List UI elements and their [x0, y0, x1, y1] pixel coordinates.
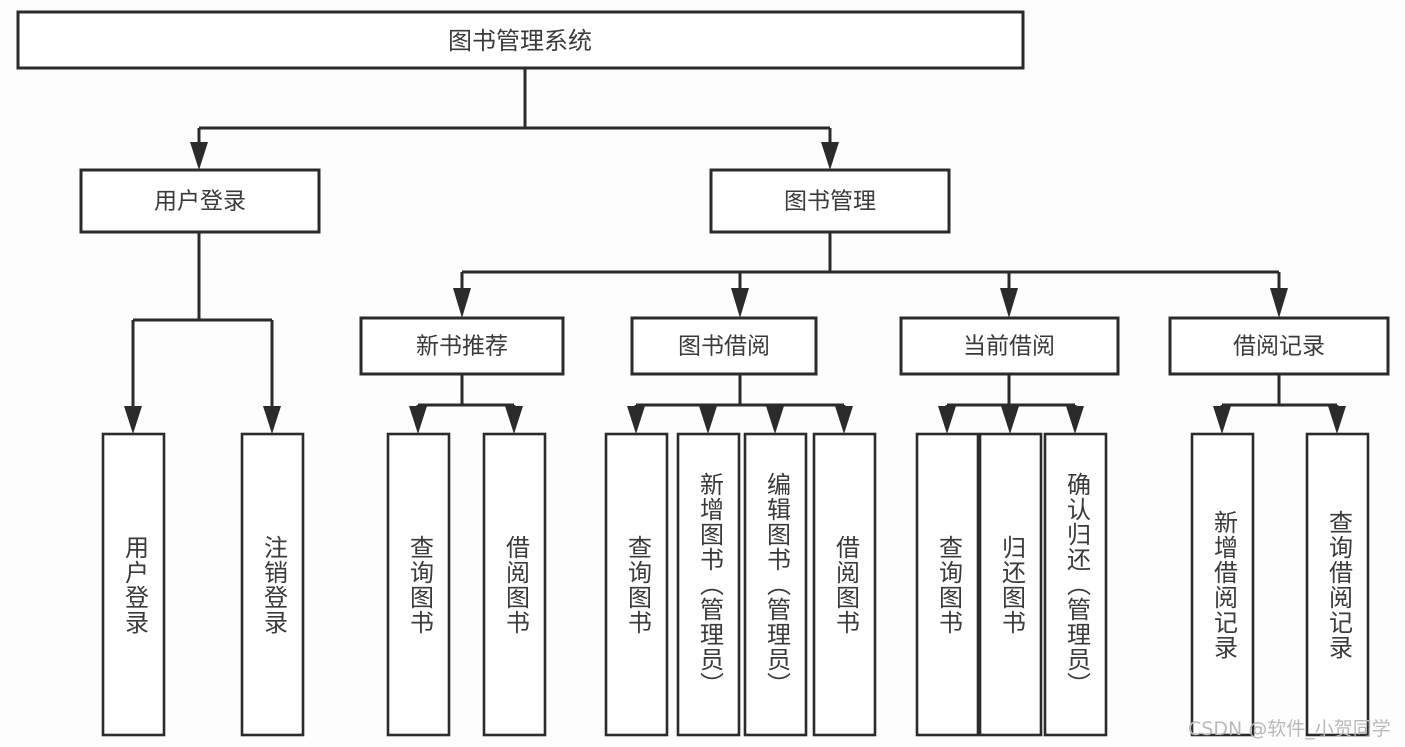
connector-group-borrow-record: [1213, 374, 1346, 434]
node-new-book-rec-box[interactable]: [359, 316, 565, 376]
arrowhead-leaf-5-1: [1213, 406, 1231, 434]
node-leaf-3-1-box[interactable]: [604, 432, 669, 737]
node-book-borrow-label: 图书借阅: [678, 334, 770, 360]
node-current-borrow-box[interactable]: [899, 316, 1120, 376]
arrowhead-user-login: [190, 142, 208, 170]
node-current-borrow[interactable]: 当前借阅: [899, 316, 1120, 376]
node-leaf-2-2-box[interactable]: [482, 432, 547, 737]
node-new-book-rec-label: 新书推荐: [416, 334, 508, 360]
node-borrow-record-label: 借阅记录: [1233, 334, 1325, 360]
node-book-borrow[interactable]: 图书借阅: [630, 316, 818, 376]
node-leaf-4-1-box[interactable]: [915, 432, 980, 737]
node-leaf-3-3-box[interactable]: [743, 432, 808, 737]
arrowhead-leaf-2-1: [409, 406, 427, 434]
arrowhead-leaf-2-2: [505, 406, 523, 434]
arrowhead-leaf-5-2: [1328, 406, 1346, 434]
node-borrow-record[interactable]: 借阅记录: [1168, 316, 1390, 376]
node-root-box[interactable]: [16, 10, 1025, 70]
arrowhead-leaf-4-3: [1066, 406, 1084, 434]
node-root[interactable]: 图书管理系统: [16, 10, 1025, 70]
node-leaf-2-1-box[interactable]: [386, 432, 451, 737]
leaf-node-group: [101, 432, 1370, 737]
node-leaf-4-2-box[interactable]: [978, 432, 1043, 737]
node-current-borrow-label: 当前借阅: [963, 334, 1055, 360]
arrowhead-leaf-4-2: [1001, 406, 1019, 434]
node-leaf-1-2-box[interactable]: [240, 432, 305, 737]
arrowhead-book-borrow: [731, 288, 749, 318]
arrowhead-leaf-4-1: [938, 406, 956, 434]
connector-group-book-borrow: [627, 374, 853, 434]
arrowhead-leaf-1-2: [263, 406, 281, 434]
node-book-manage-label: 图书管理: [784, 189, 876, 215]
node-user-login[interactable]: 用户登录: [79, 168, 321, 234]
node-leaf-4-3-box[interactable]: [1043, 432, 1108, 737]
arrowhead-leaf-3-4: [835, 406, 853, 434]
node-leaf-5-1-box[interactable]: [1190, 432, 1255, 737]
node-book-manage-box[interactable]: [709, 168, 951, 234]
connector-group-current-borrow: [938, 374, 1084, 434]
node-user-login-label: 用户登录: [154, 189, 246, 215]
arrowhead-current-borrow: [1000, 288, 1018, 318]
connector-group-user-login: [124, 232, 281, 434]
connector-group-book-manage: [453, 232, 1288, 318]
node-new-book-rec[interactable]: 新书推荐: [359, 316, 565, 376]
node-leaf-3-4-box[interactable]: [812, 432, 877, 737]
connector-group-root: [190, 68, 839, 170]
node-leaf-1-1-box[interactable]: [101, 432, 166, 737]
arrowhead-leaf-3-2: [699, 406, 717, 434]
arrowhead-book-manage: [821, 142, 839, 170]
arrowhead-leaf-3-1: [627, 406, 645, 434]
node-borrow-record-box[interactable]: [1168, 316, 1390, 376]
node-book-borrow-box[interactable]: [630, 316, 818, 376]
connector-group-new-book-rec: [409, 374, 523, 434]
node-book-manage[interactable]: 图书管理: [709, 168, 951, 234]
arrowhead-borrow-record: [1270, 288, 1288, 318]
node-leaf-5-2-box[interactable]: [1305, 432, 1370, 737]
arrowhead-new-book-rec: [453, 288, 471, 318]
node-root-label: 图书管理系统: [448, 27, 592, 55]
arrowhead-leaf-3-3: [766, 406, 784, 434]
arrowhead-leaf-1-1: [124, 406, 142, 434]
node-user-login-box[interactable]: [79, 168, 321, 234]
node-leaf-3-2-box[interactable]: [676, 432, 741, 737]
